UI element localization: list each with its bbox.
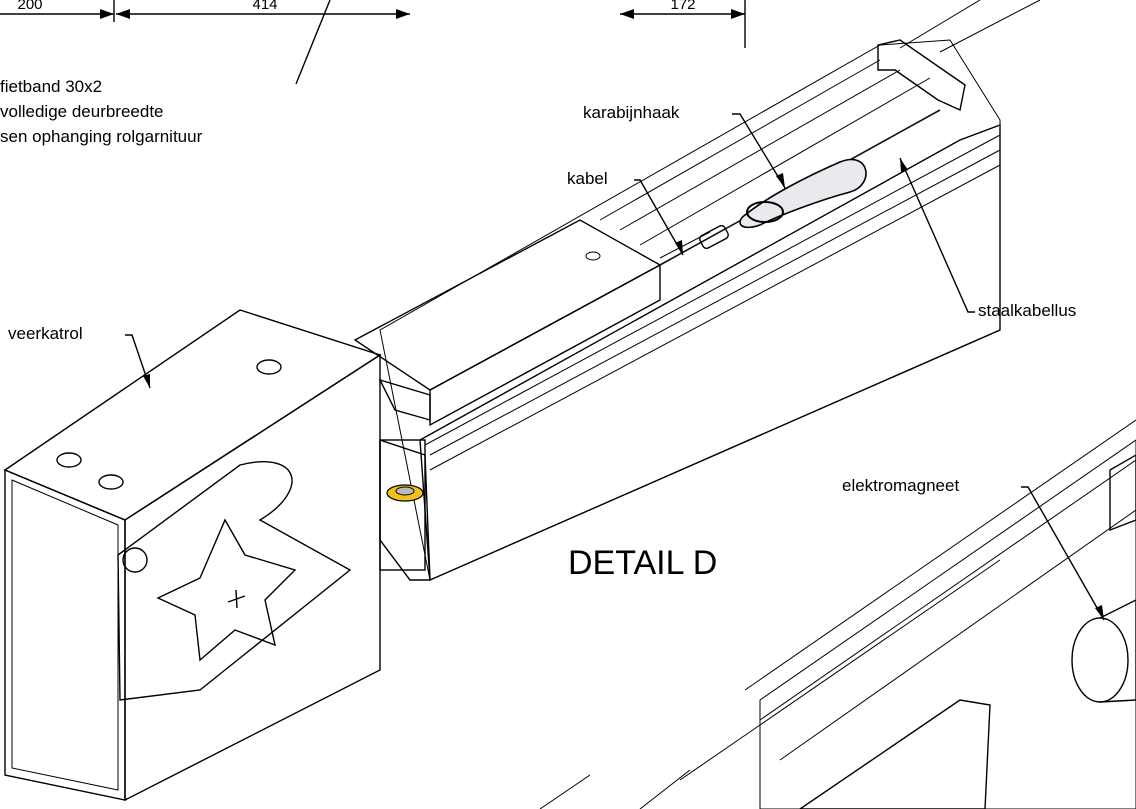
dimension-right: 172 xyxy=(670,0,695,13)
detail-title: DETAIL D xyxy=(568,544,717,582)
cable-and-carabiner xyxy=(659,109,941,266)
rail-body xyxy=(419,123,1001,582)
spring-pulley-box xyxy=(3,309,382,802)
dimension-lines xyxy=(0,0,746,85)
note-line-2: volledige deurbreedte xyxy=(0,102,164,121)
dimension-left: 200 xyxy=(17,0,42,13)
label-kabel: kabel xyxy=(567,169,608,188)
note-line-3: sen ophanging rolgarnituur xyxy=(0,127,203,146)
note-line-1: fietband 30x2 xyxy=(0,77,102,96)
label-elektromagneet: elektromagneet xyxy=(842,476,959,495)
dimension-middle: 414 xyxy=(252,0,277,13)
electromagnet-assembly xyxy=(539,419,1136,809)
label-staalkabellus: staalkabellus xyxy=(978,301,1076,320)
label-karabijnhaak: karabijnhaak xyxy=(583,103,680,122)
label-veerkatrol: veerkatrol xyxy=(8,324,83,343)
leader-lines xyxy=(125,113,1105,621)
